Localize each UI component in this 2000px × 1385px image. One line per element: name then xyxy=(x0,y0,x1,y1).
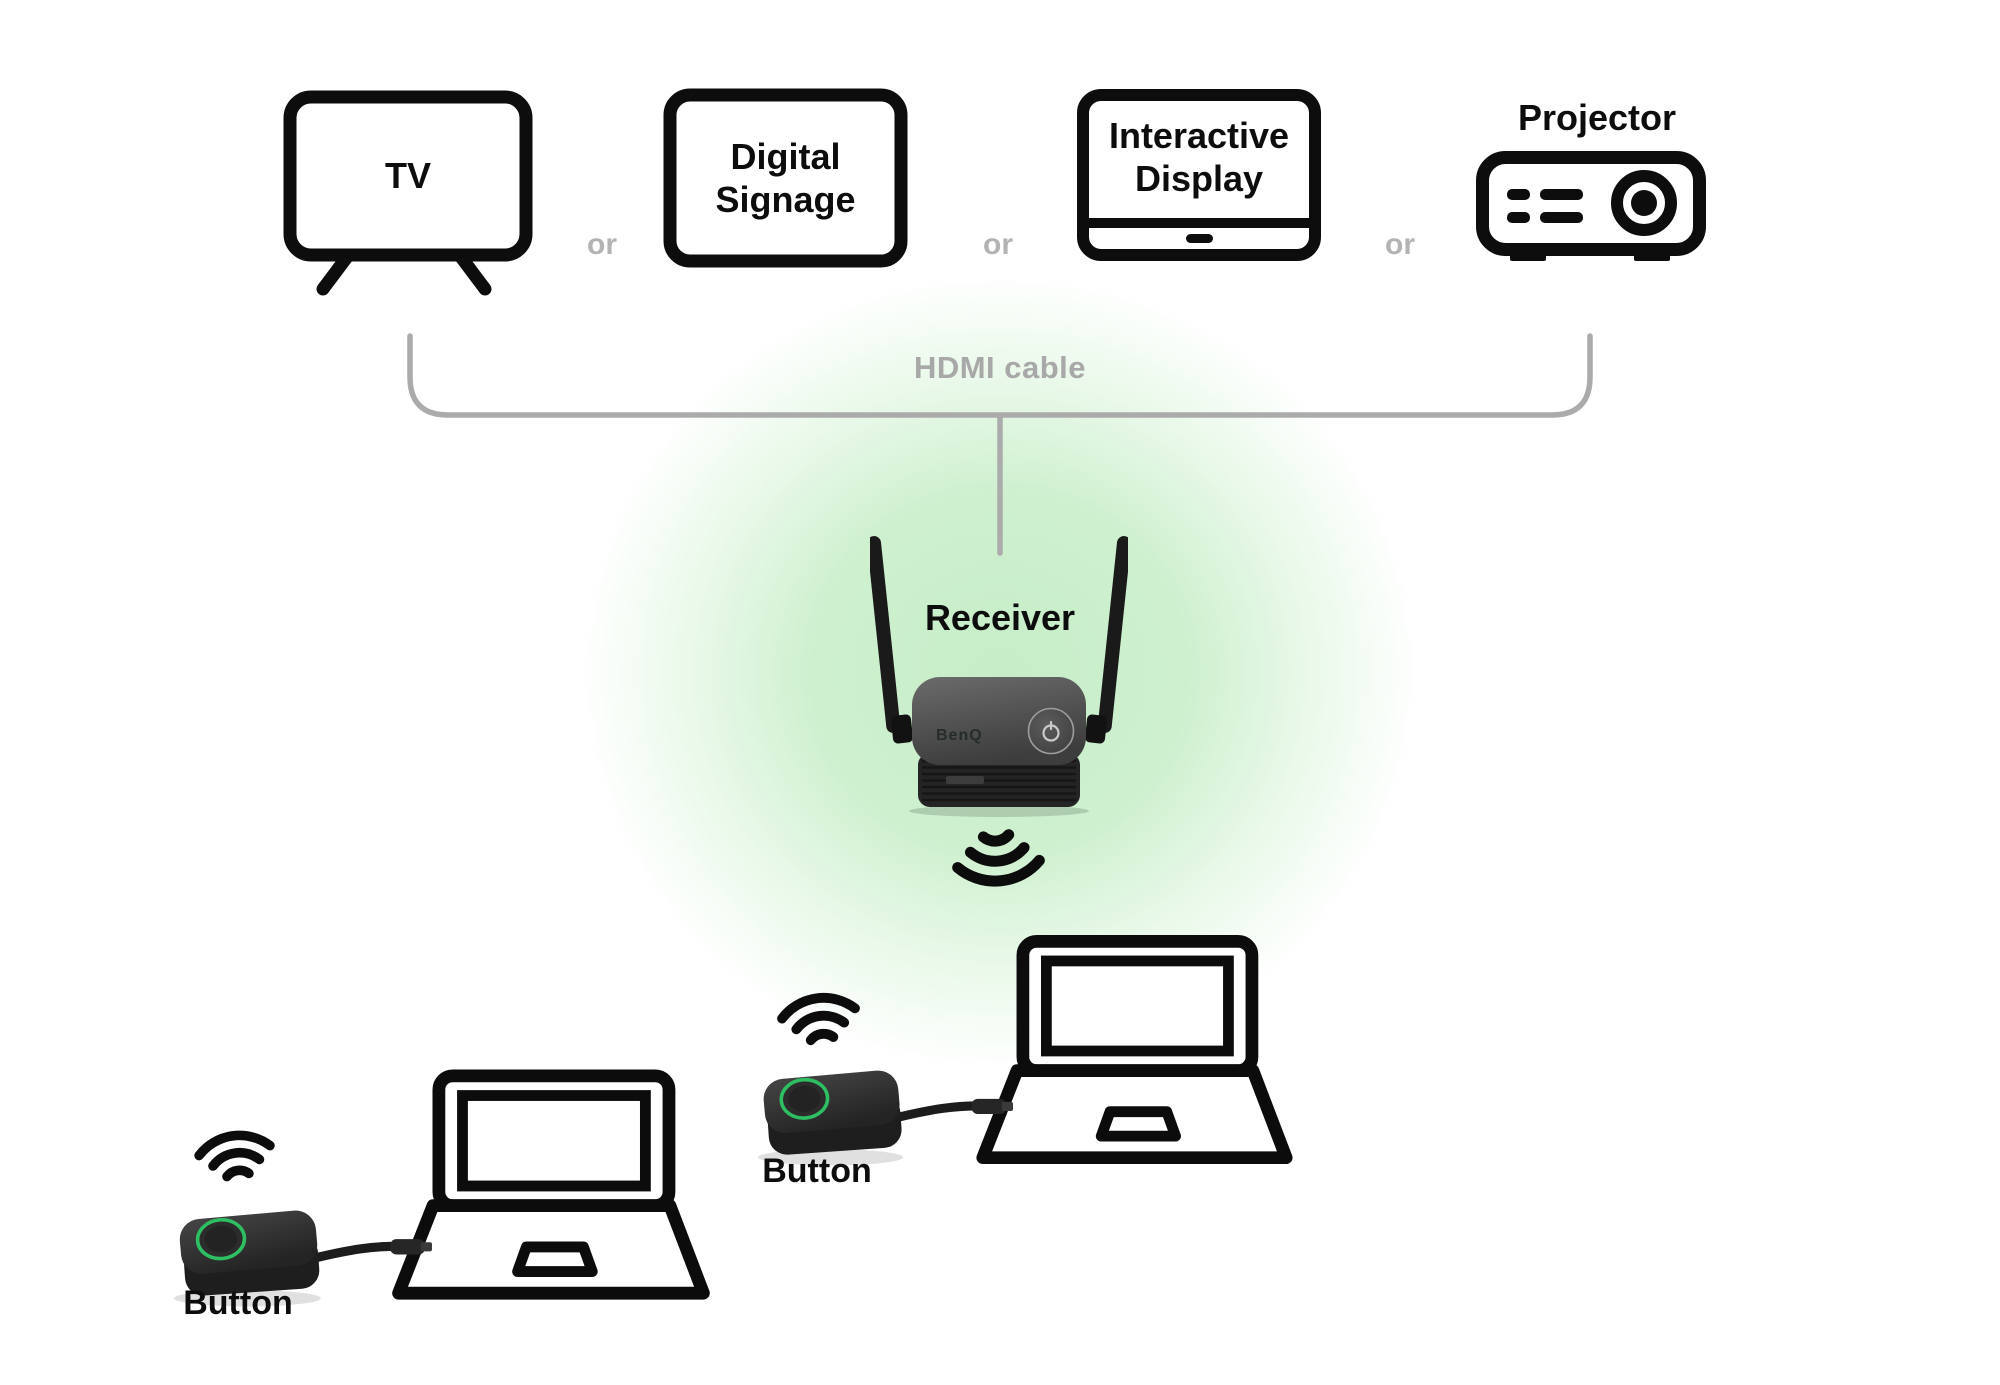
usb-cable xyxy=(312,1241,401,1263)
laptop-icon xyxy=(976,935,1293,1165)
receiver-front-band xyxy=(918,753,1080,807)
receiver-antenna-right xyxy=(1085,536,1128,744)
usb-connector xyxy=(390,1239,425,1255)
wifi-signal-down-icon xyxy=(952,829,1045,887)
or-separator-1: or xyxy=(587,228,617,261)
hdmi-cable-label: HDMI cable xyxy=(913,350,1087,385)
digital-signage-label: Digital Signage xyxy=(663,95,908,261)
receiver-brand-logo: BenQ xyxy=(936,727,983,744)
projector-label: Projector xyxy=(1518,97,1677,138)
projector-group xyxy=(1476,151,1706,265)
button-indicator-ring xyxy=(195,1217,247,1261)
wifi-signal-up-icon xyxy=(194,1130,275,1182)
tv-icon xyxy=(283,90,533,296)
interactive-display-label-line1: Interactive xyxy=(1108,114,1290,156)
receiver-label: Receiver xyxy=(924,597,1076,638)
or-separator-3: or xyxy=(1385,228,1415,261)
button-transmitter-icon xyxy=(174,1210,432,1307)
digital-signage-group: Digital Signage xyxy=(663,88,908,268)
power-button-icon xyxy=(1027,707,1075,755)
interactive-display-icon xyxy=(1077,89,1321,261)
button-indicator-ring xyxy=(779,1077,830,1120)
button-label-left: Button xyxy=(183,1284,293,1322)
laptop-icon xyxy=(392,1069,710,1300)
button-label-right: Button xyxy=(762,1152,872,1190)
interactive-display-group: Interactive Display xyxy=(1076,88,1322,266)
digital-signage-label-line2: Signage xyxy=(715,179,856,220)
receiver-device-icon: BenQ xyxy=(870,536,1128,817)
digital-signage-icon xyxy=(663,88,908,268)
digital-signage-label-line1: Digital xyxy=(730,135,841,177)
projector-icon xyxy=(1476,151,1706,261)
hdmi-bracket-line xyxy=(407,333,1593,556)
usb-connector xyxy=(971,1098,1006,1114)
button-transmitter-icon xyxy=(758,1070,1013,1166)
receiver-antenna-left xyxy=(870,536,913,744)
tv-display-group: TV xyxy=(283,90,533,302)
interactive-display-label-line2: Display xyxy=(1134,158,1264,199)
or-separator-2: or xyxy=(983,228,1013,261)
wifi-signal-up-icon xyxy=(777,992,860,1046)
tv-label: TV xyxy=(384,155,431,197)
usb-cable xyxy=(894,1101,983,1122)
receiver-shadow xyxy=(909,805,1089,817)
interactive-display-label: Interactive Display xyxy=(1076,95,1322,219)
